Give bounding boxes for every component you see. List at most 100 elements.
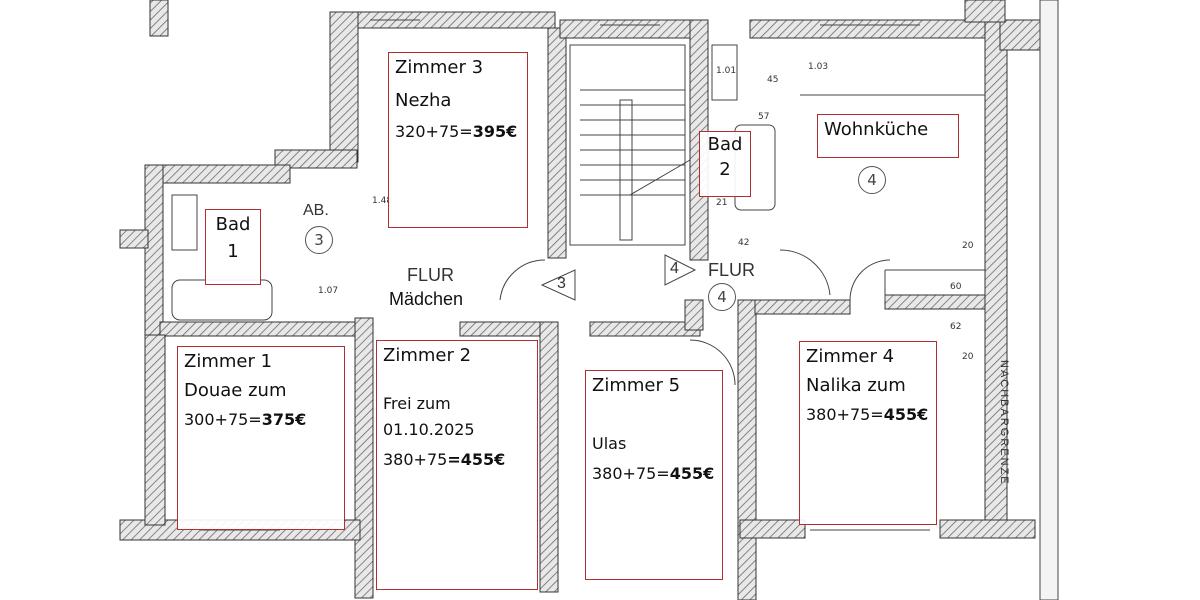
room-price: 380+75=455€ [806, 405, 930, 425]
wall-segment [939, 519, 1036, 539]
dimension-label: 20 [962, 241, 974, 251]
room-title: Zimmer 1 [184, 351, 273, 372]
bath-fixture [171, 194, 198, 251]
wall-segment [119, 229, 149, 249]
room-number-circle: 4 [858, 166, 886, 194]
bathtub [171, 279, 273, 321]
maedchen-label: Mädchen [389, 289, 464, 309]
stair-triangle [540, 269, 576, 301]
door-arc [499, 259, 546, 301]
ab-label: AB. [303, 202, 329, 219]
wall-segment [144, 164, 291, 184]
wall-segment [739, 519, 806, 539]
room-title: Bad [215, 214, 251, 235]
room-price: 380+75=455€ [383, 450, 531, 470]
room-title: Zimmer 4 [806, 346, 895, 367]
price-base: 380+75 [383, 449, 448, 469]
wall-segment [749, 19, 1016, 39]
room-price: 380+75=455€ [592, 464, 716, 484]
neighbor-boundary-label: NACHBARGRENZE [998, 360, 1010, 486]
price-total: 455€ [669, 463, 715, 483]
room-title: Zimmer 2 [383, 345, 472, 366]
dimension-label: 60 [950, 282, 962, 292]
dimension-label: 1.01 [716, 66, 737, 76]
room-zimmer-2: Zimmer 2 Frei zum 01.10.2025 380+75=455€ [376, 340, 538, 590]
bath-fixture [711, 44, 738, 101]
neighbor-edge [1039, 0, 1059, 600]
stairwell [569, 44, 686, 246]
wall-segment [884, 294, 986, 310]
dimension-label: 1.03 [808, 62, 829, 72]
room-number: 2 [719, 158, 731, 180]
room-number: 1 [227, 240, 239, 262]
room-status: Frei zum [383, 393, 451, 413]
price-base: 300+75= [184, 410, 262, 429]
flur-right-label: FLUR [708, 260, 756, 280]
room-title: Wohnküche [824, 119, 929, 140]
room-tenant: Ulas [592, 433, 627, 453]
stair-triangle [664, 254, 697, 286]
wall-segment [539, 321, 559, 593]
dimension-label: 1.48 [372, 196, 393, 206]
stair-arrow [629, 159, 691, 196]
dimension-label: 45 [767, 75, 779, 85]
door-arc [779, 249, 831, 296]
door-arc [689, 339, 736, 386]
price-total: 395€ [472, 122, 518, 141]
dimension-label: 21 [716, 198, 728, 208]
door-arc [849, 259, 891, 301]
wall-segment [737, 299, 757, 600]
wall-segment [684, 299, 704, 331]
wall-segment [354, 317, 374, 599]
stair-left-number: 3 [557, 275, 566, 292]
price-base: 320+75= [395, 122, 473, 141]
room-number-circle: 4 [708, 283, 736, 311]
room-zimmer-4: Zimmer 4 Nalika zum 380+75=455€ [799, 341, 937, 525]
wall-segment [999, 19, 1046, 51]
price-total: 375€ [261, 410, 307, 429]
room-bad-1: Bad 1 [205, 209, 261, 285]
room-tenant: Douae zum [184, 379, 287, 401]
room-bad-2: Bad 2 [699, 131, 751, 197]
stair-right-number: 4 [670, 260, 679, 277]
dimension-label: 1.07 [318, 286, 339, 296]
wall-segment [159, 321, 356, 337]
wall-segment [459, 321, 551, 337]
wall-segment [274, 149, 358, 169]
room-wohnkueche: Wohnküche [817, 114, 959, 158]
room-title: Bad [707, 134, 743, 155]
room-zimmer-3: Zimmer 3 Nezha 320+75=395€ [388, 52, 528, 228]
fixtures [171, 0, 1059, 600]
room-tenant: Nalika zum [806, 374, 906, 396]
wall-segment [149, 0, 169, 37]
room-tenant: Nezha [395, 89, 452, 111]
dimension-label: 57 [758, 112, 770, 122]
price-base: 380+75= [806, 405, 884, 424]
walls [119, 0, 1046, 600]
wall-segment [589, 321, 701, 337]
room-title: Zimmer 5 [592, 375, 681, 396]
dimension-label: 62 [950, 322, 962, 332]
room-price: 320+75=395€ [395, 122, 521, 142]
wall-segment [964, 0, 1006, 23]
wall-segment [754, 299, 851, 315]
dimension-label: 20 [962, 352, 974, 362]
room-status-date: 01.10.2025 [383, 419, 475, 439]
flur-left-label: FLUR [407, 265, 455, 285]
wall-segment [559, 19, 696, 39]
wall-segment [329, 11, 359, 163]
price-base: 380+75= [592, 463, 670, 483]
wall-segment [144, 334, 166, 526]
room-title: Zimmer 3 [395, 57, 484, 78]
stair-core [619, 99, 633, 241]
room-price: 300+75=375€ [184, 410, 338, 430]
room-zimmer-5: Zimmer 5 Ulas 380+75=455€ [585, 370, 723, 580]
room-zimmer-1: Zimmer 1 Douae zum 300+75=375€ [177, 346, 345, 530]
wall-segment [329, 11, 556, 29]
wall-segment [144, 164, 164, 346]
room-number-circle: 3 [305, 226, 333, 254]
dimension-label: 42 [738, 238, 750, 248]
wall-segment [547, 27, 567, 259]
price-total: =455€ [447, 449, 506, 469]
